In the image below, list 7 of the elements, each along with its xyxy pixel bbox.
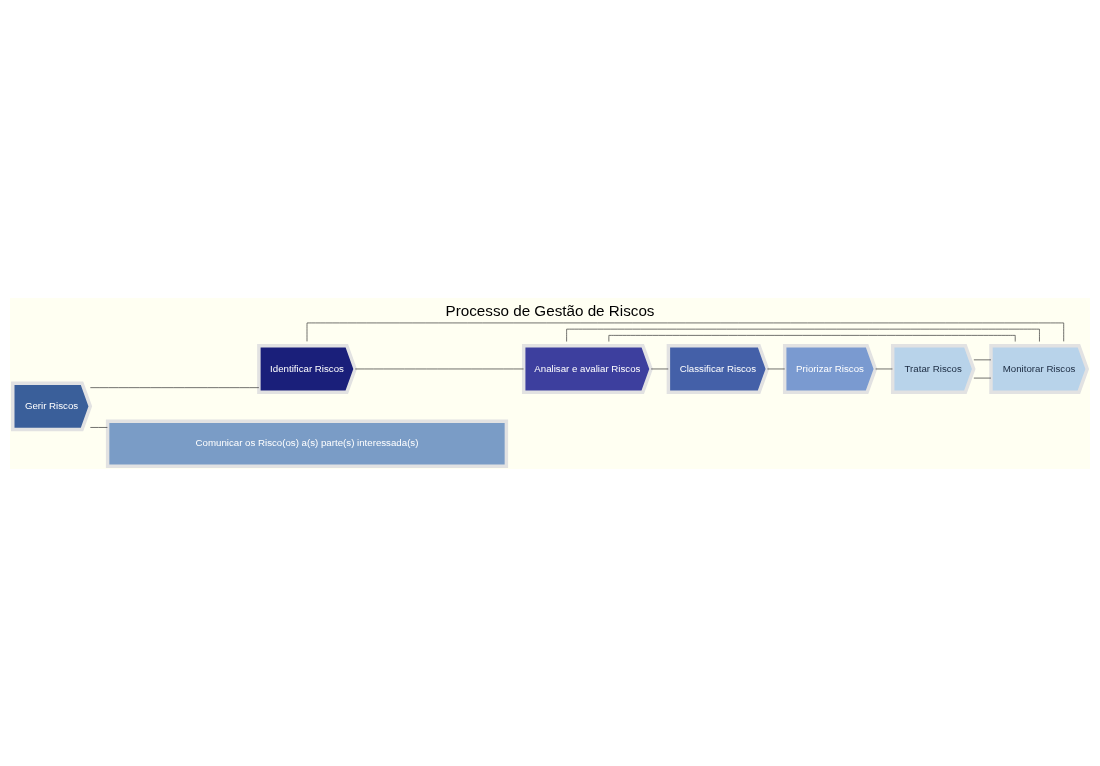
- connector: [306, 322, 1065, 342]
- node-box: Comunicar os Risco(os) a(s) parte(s) interessada(s): [105, 419, 509, 468]
- diagram-title: Processo de Gestão de Riscos: [445, 301, 655, 319]
- connector: [90, 386, 260, 388]
- connector: [90, 426, 108, 428]
- connector: [566, 328, 1040, 342]
- connector: [608, 334, 1016, 342]
